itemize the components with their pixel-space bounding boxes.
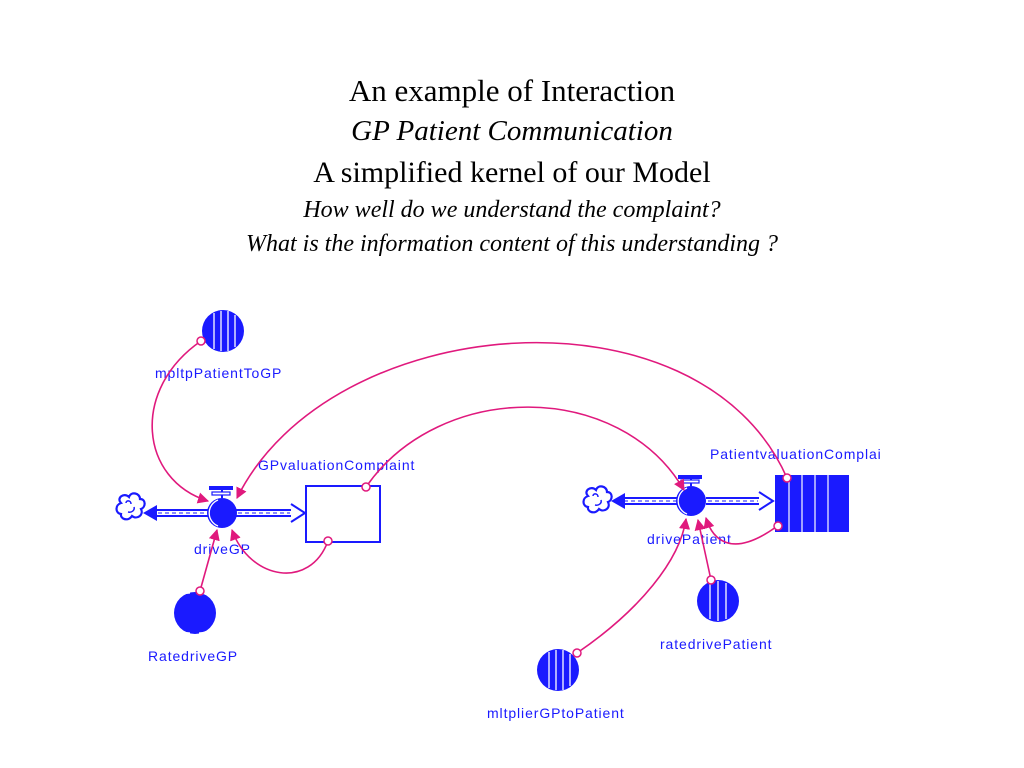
title-line-2: GP Patient Communication — [351, 115, 673, 147]
patient-valuation-complaint-stock[interactable] — [775, 475, 849, 532]
connector-ratepatient-to-drivepatient — [694, 518, 712, 581]
mltplier-gp-to-patient-label: mltplierGPtoPatient — [487, 705, 625, 721]
connector-gpstock-to-drivepatient — [365, 406, 685, 491]
cloud-sink-icon — [582, 485, 613, 514]
gp-valuation-complaint-stock[interactable] — [305, 485, 381, 543]
gp-valuation-complaint-label: GPvaluationComplaint — [258, 457, 415, 473]
rate-drive-patient-converter[interactable] — [697, 580, 739, 622]
connector-gpstock-to-drivegp — [230, 528, 329, 574]
mltplier-gp-to-patient-converter[interactable] — [537, 649, 579, 691]
title-line-5: What is the information content of this … — [246, 231, 778, 257]
rate-drive-gp-converter[interactable] — [169, 592, 220, 634]
mpltp-patient-to-gp-label: mpltpPatientToGP — [155, 365, 282, 381]
connector-patientstock-to-drivegp — [236, 341, 788, 500]
connector-origin-markers — [195, 336, 792, 658]
title-line-4: How well do we understand the complaint? — [303, 197, 721, 223]
flow-pipe-drivegp-out — [143, 505, 210, 521]
connector-patientstock-to-drivepatient — [703, 516, 777, 545]
title-line-3: A simplified kernel of our Model — [313, 156, 711, 189]
flow-pipe-drivegp-in — [236, 503, 307, 523]
rate-drive-patient-label: ratedrivePatient — [660, 636, 772, 652]
connector-mltplier-to-drivepatient — [576, 517, 691, 654]
rate-drive-gp-label: RatedriveGP — [148, 648, 238, 664]
title-line-1: An example of Interaction — [348, 73, 676, 108]
drivegp-valve-icon[interactable] — [207, 486, 237, 528]
connector-rategp-to-drivegp — [199, 528, 220, 592]
flow-pipe-drivepatient-out — [611, 493, 678, 509]
mpltp-patient-to-gp-converter[interactable] — [202, 310, 244, 352]
drivepatient-label: drivePatient — [647, 531, 732, 547]
drivegp-label: driveGP — [194, 541, 251, 557]
connector-mpltp-to-drivegp — [151, 340, 210, 504]
title-block: An example of Interaction GP Patient Com… — [0, 70, 1024, 261]
flow-pipe-drivepatient-in — [706, 491, 775, 511]
cloud-source-icon — [115, 492, 146, 521]
patient-valuation-complaint-label: PatientvaluationComplai — [710, 446, 882, 462]
drivepatient-valve-icon[interactable] — [676, 475, 706, 516]
